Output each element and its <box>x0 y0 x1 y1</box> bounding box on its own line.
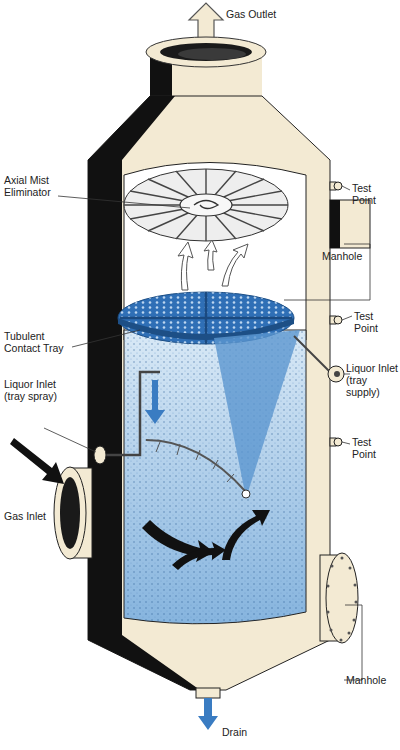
manhole-label: Manhole <box>346 674 400 686</box>
vessel-shell <box>88 96 330 690</box>
spray-nozzle <box>242 490 250 498</box>
drain-arrow <box>198 698 218 730</box>
supply-inlet-nozzle <box>328 366 344 382</box>
part-label: Axial Mist Eliminator <box>4 174 62 198</box>
upper-manhole <box>330 200 370 248</box>
spray-lines <box>156 442 234 482</box>
outlet-label: Gas Outlet <box>226 8 306 20</box>
outlet-opening <box>160 43 252 61</box>
supply-pipe <box>294 336 330 372</box>
manhole-label: Manhole <box>322 250 382 262</box>
drain-nozzle <box>196 688 220 698</box>
inlet-label: Liquor Inlet (tray spray) <box>4 378 66 402</box>
inlet-label: Liquor Inlet (tray supply) <box>346 362 400 398</box>
eliminator-hub <box>180 194 232 216</box>
outlet-inner <box>178 48 246 60</box>
part-label: Tubulent Contact Tray <box>4 330 74 354</box>
outlet-arrow <box>189 3 223 40</box>
mist-eliminator <box>124 169 288 241</box>
inlet-opening <box>60 477 80 549</box>
spray-droplets <box>124 330 306 624</box>
swirl-mark <box>194 201 218 209</box>
spray-inlet-nozzle <box>94 446 106 464</box>
supply-inlet-bore <box>334 371 340 377</box>
outlet-flange <box>146 37 266 67</box>
inlet-label: Gas Inlet <box>4 510 64 522</box>
spray-arm <box>146 440 246 492</box>
lower-manhole-cover <box>326 553 358 643</box>
test-point-label: Test Point <box>354 310 400 334</box>
eliminator-vanes <box>124 169 288 241</box>
leader-lines <box>44 186 370 680</box>
gas-swirl-arrows <box>142 510 270 570</box>
test-point-label: Test Point <box>352 436 398 460</box>
gas-flow-arrows <box>178 240 248 290</box>
inlet-arrow <box>10 438 64 484</box>
cutaway-lower <box>124 330 306 624</box>
manhole-bolts <box>327 557 358 642</box>
manhole-shade <box>330 200 340 248</box>
test-point-label: Test Point <box>352 182 398 206</box>
drain-label: Drain <box>222 726 282 738</box>
liquor-arrow <box>145 380 165 424</box>
test-point-nubs <box>330 182 342 446</box>
